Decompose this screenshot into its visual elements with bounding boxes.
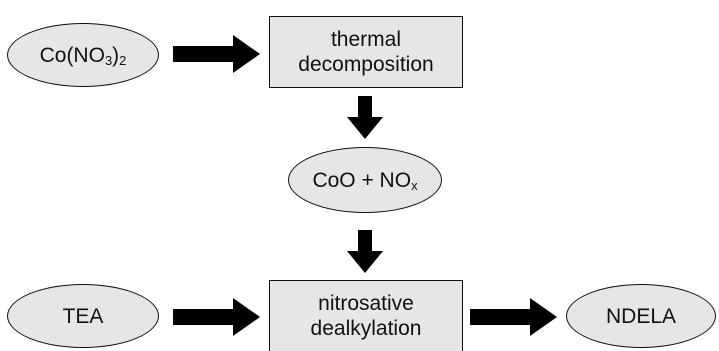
tea-node: TEA	[7, 284, 159, 348]
coo-nox-label: CoO + NOx	[312, 168, 418, 193]
arrow-thermal-to-coo	[347, 96, 383, 139]
coo-nox-node: CoO + NOx	[288, 147, 442, 213]
ndela-label: NDELA	[605, 304, 677, 328]
tea-label: TEA	[62, 304, 104, 328]
co-nitrate-node: Co(NO3)2	[7, 23, 159, 87]
ndela-node: NDELA	[566, 284, 716, 348]
arrow-tea-to-nitrosative	[173, 298, 260, 336]
co-nitrate-label: Co(NO3)2	[39, 43, 127, 68]
arrow-coo-to-nitrosative	[347, 230, 383, 273]
arrow-nitrate-to-thermal	[173, 35, 260, 73]
arrow-nitrosative-to-ndela	[470, 298, 557, 336]
